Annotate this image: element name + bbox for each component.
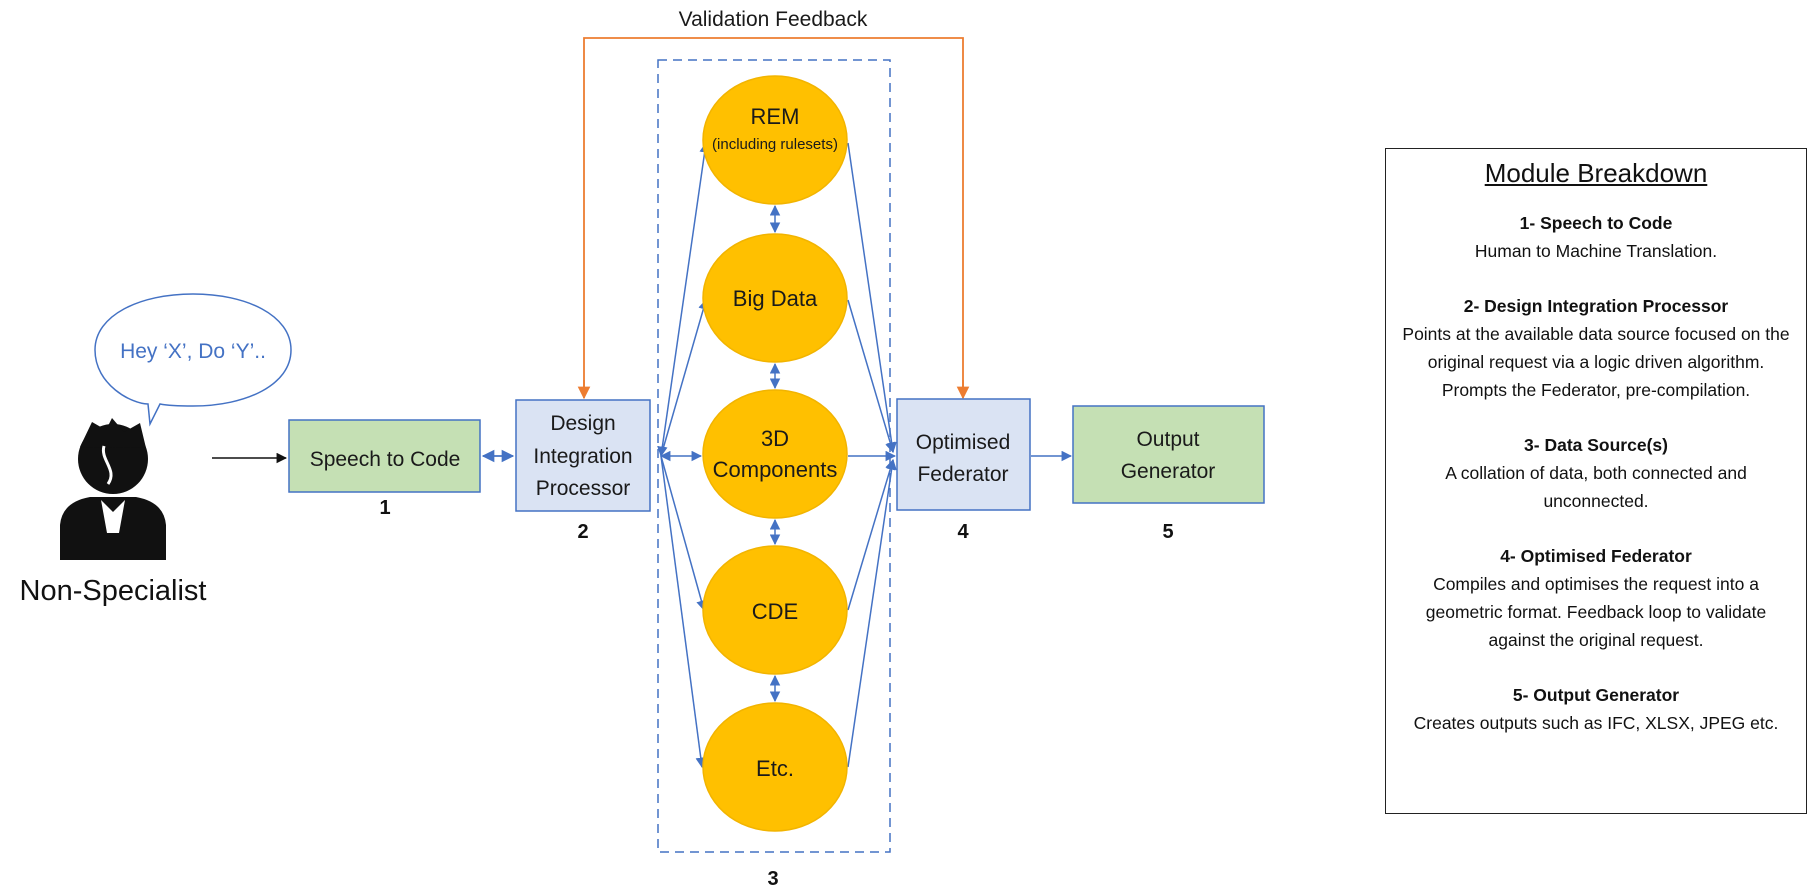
output-generator-box: Output Generator	[1072, 405, 1265, 504]
person-icon	[60, 418, 166, 560]
etc-label: Etc.	[756, 756, 794, 781]
rem-sublabel: (including rulesets)	[712, 136, 838, 153]
legend-item-head: 1- Speech to Code	[1519, 213, 1673, 233]
legend-item-head: 2- Design Integration Processor	[1463, 296, 1729, 316]
legend-item-data-sources: 3- Data Source(s) A collation of data, b…	[1386, 431, 1806, 515]
module-number-2: 2	[577, 521, 588, 543]
output-label-line1: Output	[1136, 428, 1199, 451]
federator-merge-arrows	[847, 142, 897, 768]
processor-fan-arrows	[657, 141, 710, 769]
arrow-cde-federator	[847, 458, 896, 611]
arrow-processor-cde	[660, 455, 707, 612]
etc-circle: Etc.	[702, 702, 848, 832]
arrow-rem-federator	[847, 142, 897, 454]
module-number-3: 3	[767, 868, 778, 889]
legend-item-body: Compiles and optimises the request into …	[1425, 574, 1767, 650]
speech-to-code-label: Speech to Code	[310, 448, 461, 471]
processor-label-line3: Processor	[536, 477, 631, 500]
module-breakdown-panel: Module Breakdown 1- Speech to Code Human…	[1385, 148, 1807, 814]
big-data-circle: Big Data	[702, 233, 848, 363]
legend-item-head: 3- Data Source(s)	[1524, 435, 1668, 455]
speech-to-code-box: Speech to Code	[288, 419, 481, 493]
module-number-5: 5	[1162, 521, 1173, 543]
module-number-4: 4	[957, 521, 969, 543]
module-number-1: 1	[379, 497, 390, 519]
legend-item-head: 4- Optimised Federator	[1500, 546, 1692, 566]
legend-item-body: Creates outputs such as IFC, XLSX, JPEG …	[1413, 713, 1779, 733]
arrow-processor-rem	[657, 141, 710, 458]
rem-label: REM	[751, 104, 800, 129]
legend-item-body: Human to Machine Translation.	[1474, 241, 1718, 261]
3d-components-circle: 3D Components	[702, 389, 848, 519]
legend-item-design-integration: 2- Design Integration Processor Points a…	[1386, 292, 1806, 404]
legend-item-body: A collation of data, both connected and …	[1445, 463, 1747, 511]
legend-item-head: 5- Output Generator	[1512, 685, 1680, 705]
processor-label-line2: Integration	[533, 445, 632, 468]
cde-label: CDE	[752, 599, 798, 624]
design-integration-processor-box: Design Integration Processor	[515, 399, 651, 512]
person-label: Non-Specialist	[20, 575, 207, 607]
legend-item-federator: 4- Optimised Federator Compiles and opti…	[1386, 542, 1806, 654]
arrow-etc-federator	[847, 458, 897, 768]
output-label-line2: Generator	[1121, 460, 1216, 483]
big-data-label: Big Data	[733, 286, 818, 311]
feedback-label: Validation Feedback	[679, 8, 868, 31]
federator-label-line2: Federator	[917, 463, 1008, 486]
speech-text: Hey ‘X’, Do ‘Y’..	[120, 340, 266, 363]
federator-label-line1: Optimised	[916, 431, 1011, 454]
rem-circle: REM (including rulesets)	[702, 75, 848, 205]
legend-item-body: Points at the available data source focu…	[1402, 324, 1790, 400]
arrow-processor-etc	[660, 455, 706, 769]
arrow-bigdata-federator	[847, 299, 896, 454]
validation-feedback-loop: Validation Feedback	[577, 8, 970, 400]
optimised-federator-box: Optimised Federator	[896, 398, 1031, 511]
components-label-line1: 3D	[761, 426, 789, 451]
legend-item-speech-to-code: 1- Speech to Code Human to Machine Trans…	[1386, 209, 1806, 265]
legend-title: Module Breakdown	[1484, 158, 1708, 188]
components-label-line2: Components	[713, 457, 838, 482]
arrow-processor-bigdata	[660, 298, 709, 457]
processor-label-line1: Design	[550, 412, 615, 435]
legend-item-output-generator: 5- Output Generator Creates outputs such…	[1386, 681, 1806, 737]
speech-bubble: Hey ‘X’, Do ‘Y’..	[94, 293, 292, 427]
cde-circle: CDE	[702, 545, 848, 675]
feedback-line	[583, 37, 964, 396]
